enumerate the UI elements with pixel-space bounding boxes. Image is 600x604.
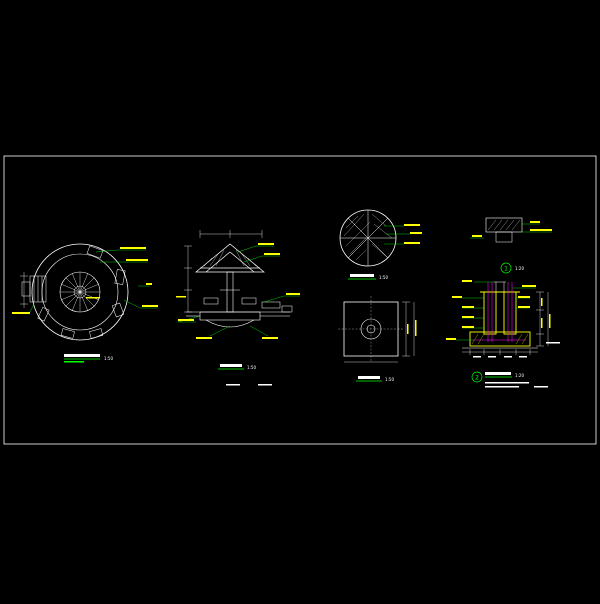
plan-note-text-marks [12,247,158,314]
detail-1-leaders [470,223,552,239]
elevation-view: 1:50 [176,230,300,386]
column-walls [480,291,520,335]
elevation-scale: 1:50 [247,365,256,370]
detail-1-view: 1 1:20 [470,217,552,274]
column-section-view: 2 1:20 [446,280,560,388]
footing-outline [469,331,531,347]
elevation-left-dimensions [184,245,192,313]
detail-1-post [495,231,513,243]
elevation-roof-hatching [203,249,257,267]
elevation-side-benches [203,297,293,313]
column-scale: 1:20 [515,373,524,378]
elevation-top-dimension [199,230,263,238]
plan-benches [37,245,126,339]
roof-leaders [384,225,410,245]
foundation-scale: 1:50 [385,377,394,382]
column-bottom-dim-text-marks [473,356,527,358]
column-top-anchors [494,281,506,292]
footing-hatching [471,333,529,345]
roof-plan-view: 1:50 [339,209,422,280]
plan-outer-ring [31,243,129,341]
column-bottom-dimensions [462,349,538,355]
column-title-block: 2 1:20 [471,371,548,388]
plan-view: 1:50 [12,243,158,363]
column-right-dimensions [536,291,549,347]
detail-1-callout-number: 1 [504,266,508,273]
detail-1-title-block: 1 1:20 [500,262,524,274]
foundation-dim-text-marks [407,320,417,336]
elevation-note-text-marks [176,243,300,339]
roof-title-block: 1:50 [348,274,388,280]
foundation-plan-view: 1:50 [338,296,417,382]
plan-title-block: 1:50 [64,354,113,363]
elevation-roof [195,243,265,273]
plan-leaders [29,249,158,313]
plan-entry-steps [21,275,47,303]
foundation-dimensions [344,301,415,363]
column-left-note-text-marks [446,280,474,340]
elevation-ground [186,311,290,328]
roof-note-text-marks [404,224,422,244]
column-callout-number: 2 [475,375,479,382]
detail-1-callout-circle [500,262,512,274]
roof-scale: 1:50 [379,275,388,280]
plan-scale: 1:50 [104,356,113,361]
column-side-note-mark [546,342,560,344]
roof-ridge-lines [340,210,396,266]
column-right-dim-text-marks [541,298,551,328]
detail-1-hatching [487,219,521,231]
sheet-border [3,155,597,445]
elevation-title-block: 1:50 [218,364,272,386]
elevation-column [220,271,240,313]
foundation-centerlines [338,296,404,362]
column-right-note-text-marks [518,285,536,308]
column-callout-circle [471,371,483,383]
roof-hatching [343,213,393,261]
detail-1-scale: 1:20 [515,266,524,271]
plan-radial-spokes [60,272,100,312]
plan-dimension-left [20,272,28,308]
foundation-title-block: 1:50 [356,376,394,382]
detail-1-note-text-marks [472,221,552,237]
elevation-leaders [177,245,300,337]
column-rebar [474,282,526,342]
